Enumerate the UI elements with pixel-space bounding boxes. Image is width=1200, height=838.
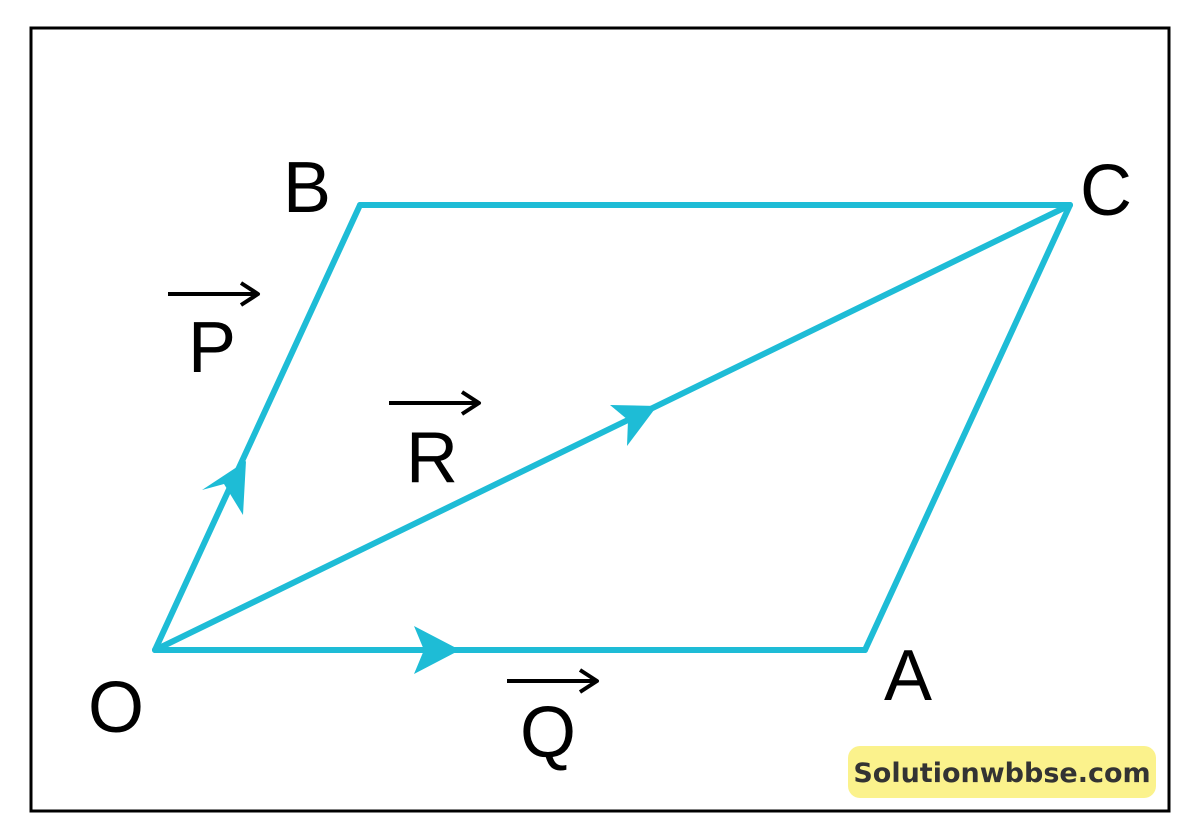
vector-letter-R: R — [406, 418, 458, 498]
watermark-text: Solutionwbbse.com — [853, 758, 1150, 789]
diagram-frame — [29, 26, 1171, 813]
diagonal-OC — [152, 202, 1073, 653]
point-label-A: A — [884, 636, 932, 716]
direction-arrowheads — [202, 405, 657, 674]
edge-OB — [152, 202, 363, 653]
point-label-O: O — [88, 668, 144, 748]
watermark-badge — [848, 746, 1156, 798]
arrowhead-OA — [414, 626, 460, 674]
watermark: Solutionwbbse.com — [848, 746, 1156, 798]
arrow-tip-Q — [578, 668, 599, 694]
arrow-tip-R — [460, 390, 481, 416]
point-label-C: C — [1080, 151, 1132, 231]
arrowhead-OB — [202, 461, 246, 515]
vector-label-R: R — [389, 390, 481, 498]
vector-letter-Q: Q — [520, 693, 576, 773]
edge-CA — [862, 202, 1073, 653]
arrow-tip-P — [239, 281, 260, 307]
vector-letter-P: P — [188, 308, 236, 388]
vector-label-Q: Q — [507, 668, 599, 773]
arrowhead-OC — [610, 405, 657, 446]
parallelogram-lines — [152, 202, 1073, 653]
vector-label-P: P — [168, 281, 260, 388]
point-label-B: B — [283, 148, 331, 228]
